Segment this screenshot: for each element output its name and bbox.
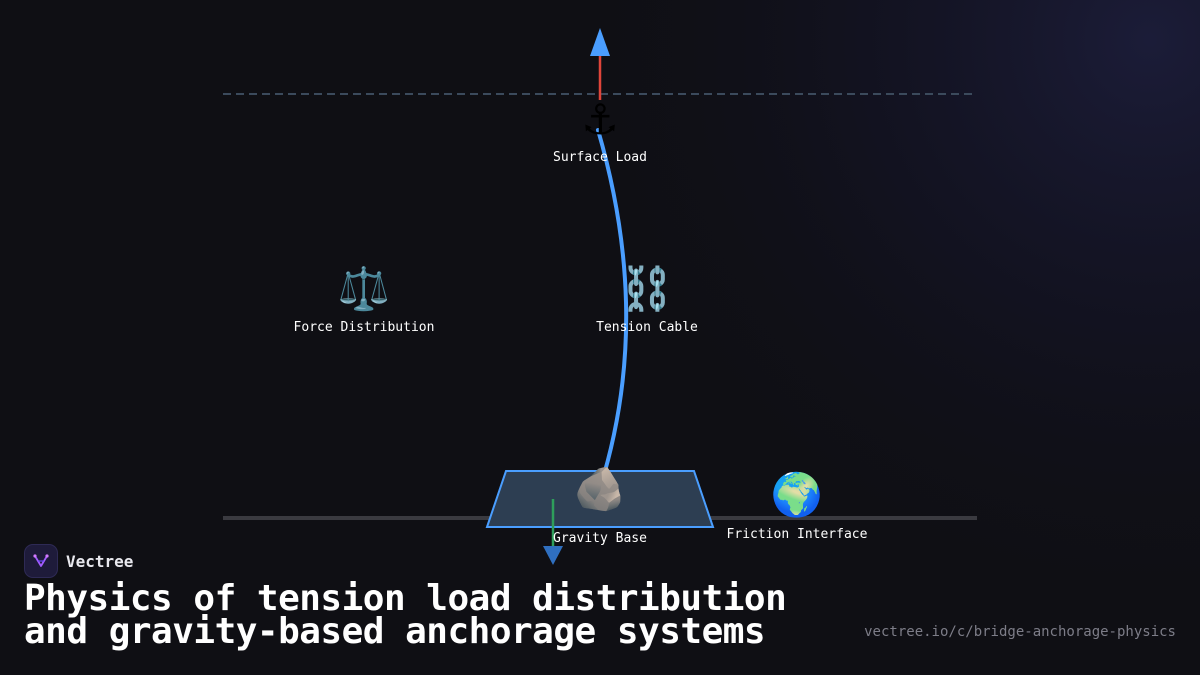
node-label-surface-load: Surface Load [553,150,647,165]
page-title-line-2: and gravity-based anchorage systems [24,611,766,652]
tension-cable-curve [596,128,629,490]
node-friction-interface: 🌍 Friction Interface [727,470,868,542]
node-surface-load: ⚓ Surface Load [553,95,647,165]
rock-icon: 🪨 [574,464,626,513]
globe-icon: 🌍 [771,470,823,519]
vectree-logo-icon [24,544,58,578]
source-url[interactable]: vectree.io/c/bridge-anchorage-physics [864,624,1176,640]
node-label-tension-cable: Tension Cable [596,320,698,335]
brand-name: Vectree [66,551,134,571]
node-gravity-base: 🪨 Gravity Base [553,464,647,546]
page-title-line-1: Physics of tension load distribution [24,578,787,619]
brand: Vectree [24,544,133,578]
node-label-force-distribution: Force Distribution [294,320,435,335]
anchor-icon: ⚓ [581,95,619,144]
node-label-friction-interface: Friction Interface [727,527,868,542]
node-label-gravity-base: Gravity Base [553,531,647,546]
scales-icon: ⚖️ [338,264,390,313]
chain-icon: ⛓️ [621,264,673,313]
node-force-distribution: ⚖️ Force Distribution [294,264,435,335]
node-tension-cable: ⛓️ Tension Cable [596,264,698,335]
gravity-base-block [485,470,715,528]
page-title: Physics of tension load distribution and… [24,581,864,650]
tension-arrow-head [590,28,610,56]
gravity-arrow-head [543,546,563,565]
